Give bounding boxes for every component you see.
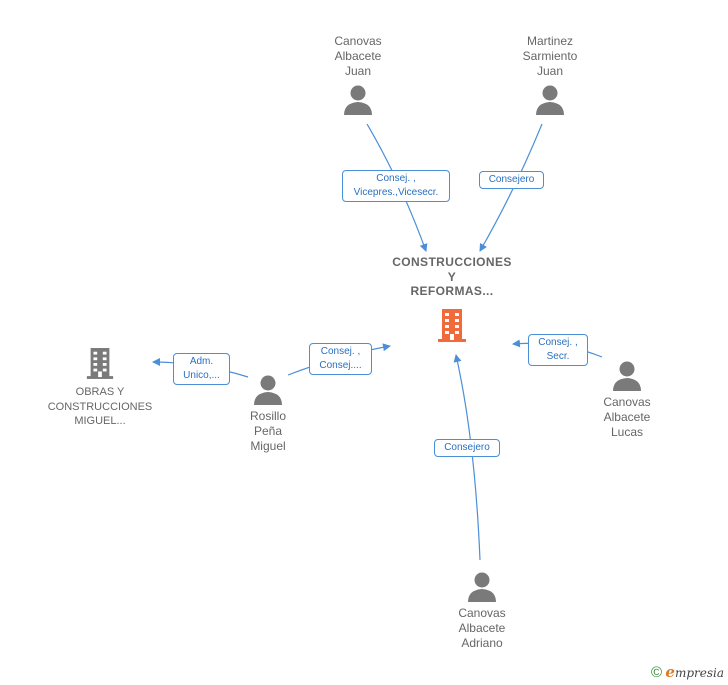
brand-footer: © empresia xyxy=(651,663,724,681)
person-icon xyxy=(344,85,372,115)
person-node-canovas-lucas[interactable]: Canovas Albacete Lucas xyxy=(582,360,672,440)
person-name[interactable]: Canovas Albacete Juan xyxy=(334,34,382,78)
main-company-node[interactable]: CONSTRUCCIONES Y REFORMAS... xyxy=(382,255,522,343)
person-node-canovas-adriano[interactable]: Canovas Albacete Adriano xyxy=(437,571,527,651)
building-icon xyxy=(438,308,466,342)
obras-company-name[interactable]: OBRAS Y CONSTRUCCIONES MIGUEL... xyxy=(47,386,153,427)
person-name[interactable]: Rosillo Peña Miguel xyxy=(249,409,286,453)
person-name[interactable]: Canovas Albacete Lucas xyxy=(603,395,651,439)
person-name[interactable]: Canovas Albacete Adriano xyxy=(458,606,506,650)
main-company-name[interactable]: CONSTRUCCIONES Y REFORMAS... xyxy=(392,255,512,298)
building-icon xyxy=(86,348,114,379)
person-node-canovas-juan[interactable]: Canovas Albacete Juan xyxy=(313,34,403,116)
person-icon xyxy=(254,375,282,405)
edge-label-canovas-lucas[interactable]: Consej. , Secr. xyxy=(528,334,588,366)
person-icon xyxy=(536,85,564,115)
person-name[interactable]: Martinez Sarmiento Juan xyxy=(522,34,578,78)
person-icon xyxy=(613,361,641,391)
copyright-symbol: © xyxy=(650,664,663,681)
brand-logo-initial: e xyxy=(665,663,675,681)
edge-label-martinez-juan[interactable]: Consejero xyxy=(479,171,544,189)
person-icon xyxy=(468,572,496,602)
person-node-martinez-juan[interactable]: Martinez Sarmiento Juan xyxy=(505,34,595,116)
edge-label-rosillo-obras[interactable]: Adm. Unico,... xyxy=(173,353,230,385)
person-node-rosillo-miguel[interactable]: Rosillo Peña Miguel xyxy=(223,374,313,454)
edge-label-rosillo-main[interactable]: Consej. , Consej.... xyxy=(309,343,372,375)
edge-label-canovas-juan[interactable]: Consej. , Vicepres.,Vicesecr. xyxy=(342,170,450,202)
brand-logo-text: mpresia xyxy=(674,666,724,680)
edge-label-canovas-adriano[interactable]: Consejero xyxy=(434,439,500,457)
obras-company-node[interactable]: OBRAS Y CONSTRUCCIONES MIGUEL... xyxy=(40,345,160,429)
edge-canovas-adriano xyxy=(453,354,481,561)
